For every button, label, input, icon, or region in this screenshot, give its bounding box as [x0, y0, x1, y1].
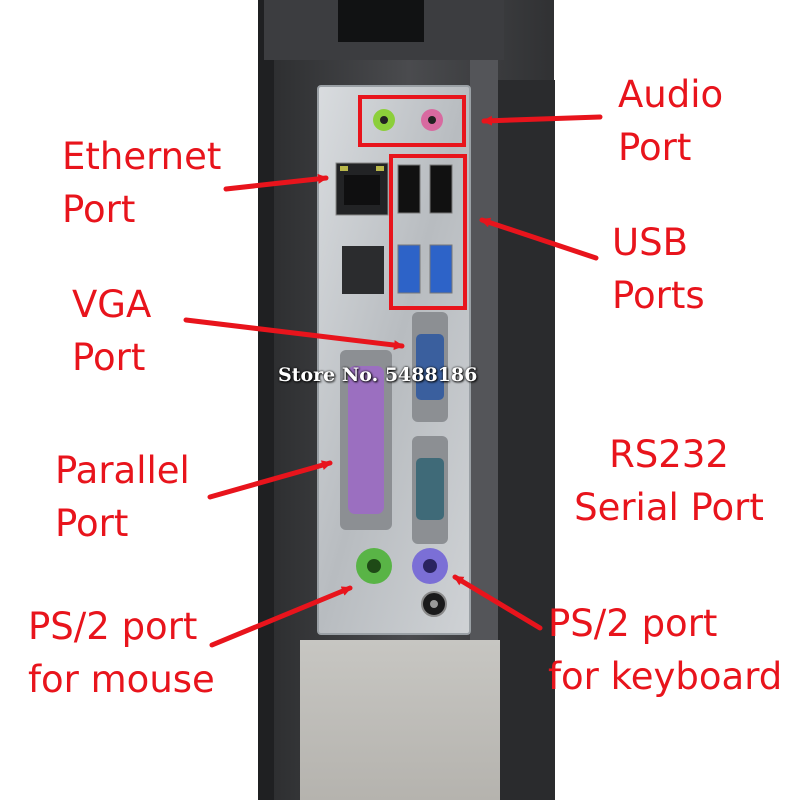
top-connector-block: [338, 0, 424, 42]
usb-ports-label-line2: Ports: [612, 274, 705, 317]
case-bottom-panel: [300, 640, 500, 800]
vga-connector-icon: [412, 312, 448, 422]
vga-port-label: VGA Port: [72, 278, 151, 384]
ps2-mouse-socket: [367, 559, 381, 573]
usb2-port-2: [429, 164, 453, 214]
vga-port-label-line1: VGA: [72, 283, 152, 326]
vga-port-label-line2: Port: [72, 336, 146, 379]
ps2-mouse-label-line2: for mouse: [28, 658, 215, 701]
audio-arrow: [481, 114, 603, 126]
dc-power-jack-icon: [421, 591, 447, 617]
usb2-port-1: [397, 164, 421, 214]
usb-highlight-box: [389, 154, 467, 310]
ps2-mouse-label: PS/2 port for mouse: [28, 600, 215, 706]
dc-jack-pin: [430, 600, 438, 608]
store-watermark: Store No. 5488186: [278, 364, 478, 386]
parallel-port-label: Parallel Port: [55, 444, 190, 550]
audio-jack-icon: [373, 109, 443, 131]
ethernet-port-icon: [335, 162, 389, 216]
ethernet-port-label-line1: Ethernet: [62, 135, 222, 178]
usb3-port-1: [397, 244, 421, 294]
ps2-keyboard-label-line1: PS/2 port: [548, 602, 718, 645]
audio-jack-green-hole: [380, 116, 388, 124]
ps2-mouse-arrow: [209, 585, 353, 648]
audio-port-label-line1: Audio: [618, 73, 724, 116]
usb-ports-label-line1: USB: [612, 221, 688, 264]
ethernet-port-label-line2: Port: [62, 188, 136, 231]
ethernet-socket: [344, 175, 380, 205]
ethernet-arrow: [223, 173, 329, 192]
ps2-keyboard-arrow: [452, 574, 543, 631]
case-left-edge: [258, 0, 274, 800]
parallel-shell: [348, 366, 384, 514]
usb-ports-label: USB Ports: [612, 216, 705, 322]
parallel-port-label-line1: Parallel: [55, 449, 190, 492]
usb-arrow: [479, 217, 599, 261]
rs232-serial-port-label: RS232 Serial Port: [566, 428, 772, 534]
usb3-port-2: [429, 244, 453, 294]
serial-db9-connector-icon: [412, 436, 448, 544]
ps2-port-icon: [356, 548, 448, 584]
ethernet-port-label: Ethernet Port: [62, 130, 221, 236]
audio-port-label-line2: Port: [618, 126, 692, 169]
usb-port-icon: [397, 164, 453, 294]
vga-shell: [416, 334, 444, 400]
parallel-arrow: [207, 460, 333, 500]
ps2-keyboard-label: PS/2 port for keyboard: [548, 597, 782, 703]
blank-cutout: [342, 246, 384, 294]
ps2-mouse-label-line1: PS/2 port: [28, 605, 198, 648]
parallel-port-label-line2: Port: [55, 502, 129, 545]
rs232-label-line2: Serial Port: [574, 486, 764, 529]
callout-arrows: [183, 114, 603, 648]
serial-shell: [416, 458, 444, 520]
rs232-label-line1: RS232: [609, 433, 729, 476]
vga-arrow: [183, 317, 405, 351]
audio-port-label: Audio Port: [618, 68, 723, 174]
ethernet-led-right: [376, 166, 384, 171]
audio-jack-pink-hole: [428, 116, 436, 124]
ethernet-led-left: [340, 166, 348, 171]
ps2-keyboard-label-line2: for keyboard: [548, 655, 783, 698]
ps2-keyboard-socket: [423, 559, 437, 573]
case-right-rail: [495, 80, 555, 800]
audio-highlight-box: [358, 95, 466, 147]
parallel-connector-icon: [340, 350, 392, 530]
